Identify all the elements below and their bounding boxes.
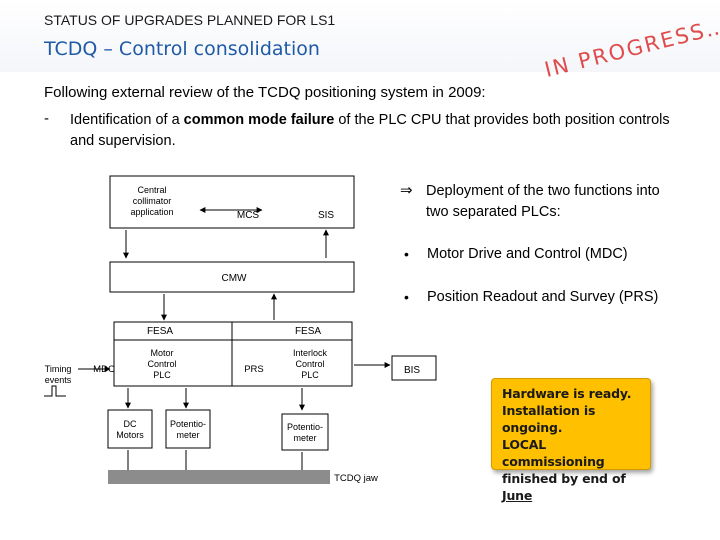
- potentiometer-left-box: [165, 409, 211, 449]
- bullet-dot-icon: •: [404, 246, 409, 262]
- tcdq-jaw-label: TCDQ jaw: [334, 473, 378, 484]
- potentiometer-left-label: Potentio-: [170, 419, 206, 429]
- implies-arrow-icon: ⇒: [400, 182, 413, 199]
- slide-header: STATUS OF UPGRADES PLANNED FOR LS1 TCDQ …: [0, 0, 720, 72]
- note-line: Installation is ongoing.: [502, 403, 596, 435]
- note-line: Hardware is ready.: [502, 386, 632, 401]
- bis-label: BIS: [404, 365, 420, 376]
- interlock-plc-label: Control: [295, 359, 324, 369]
- timing-events-label: Timing: [45, 364, 72, 374]
- motor-plc-label: Control: [147, 359, 176, 369]
- status-note: Hardware is ready. Installation is ongoi…: [491, 378, 651, 503]
- applications-box: [109, 175, 355, 229]
- tcdq-jaw-bar: [108, 470, 330, 484]
- fesa-left-label: FESA: [147, 326, 173, 337]
- slide-title: TCDQ – Control consolidation: [44, 38, 320, 60]
- note-line: LOCAL commissioning: [502, 437, 605, 469]
- issue-dash: -: [44, 110, 49, 127]
- cmw-label: CMW: [222, 273, 248, 284]
- note-month: June: [502, 488, 533, 503]
- potentiometer-right-box: [281, 413, 329, 451]
- dc-motors-label: Motors: [116, 430, 144, 440]
- issue-pre: Identification of a: [70, 112, 184, 128]
- central-app-label: collimator: [133, 196, 172, 206]
- sis-label: SIS: [318, 210, 334, 221]
- central-app-label: Central: [137, 185, 166, 195]
- issue-bold: common mode failure: [183, 112, 335, 128]
- mdc-label: MDC: [93, 364, 115, 375]
- dc-motors-box: [107, 409, 153, 449]
- bullet-prs: Position Readout and Survey (PRS): [427, 289, 659, 305]
- mcs-label: MCS: [237, 210, 260, 221]
- note-line-pre: finished by end of: [502, 471, 626, 486]
- potentiometer-right-label: Potentio-: [287, 422, 323, 432]
- cmw-bus: [109, 261, 355, 293]
- bullet-dot-icon: •: [404, 289, 409, 305]
- interlock-plc-label: PLC: [301, 370, 319, 380]
- prs-label: PRS: [244, 364, 264, 375]
- central-app-label: application: [130, 207, 173, 217]
- timing-events-label: events: [45, 375, 72, 385]
- header-context: STATUS OF UPGRADES PLANNED FOR LS1: [44, 12, 336, 28]
- interlock-plc-label: Interlock: [293, 348, 328, 358]
- fesa-right-label: FESA: [295, 326, 321, 337]
- issue-text: Identification of a common mode failure …: [70, 110, 670, 152]
- bullet-mdc: Motor Drive and Control (MDC): [427, 246, 628, 262]
- potentiometer-left-label: meter: [176, 430, 199, 440]
- motor-plc-label: Motor: [150, 348, 173, 358]
- potentiometer-right-label: meter: [293, 433, 316, 443]
- dc-motors-label: DC: [124, 419, 137, 429]
- intro-text: Following external review of the TCDQ po…: [44, 84, 486, 101]
- motor-plc-label: PLC: [153, 370, 171, 380]
- bis-box: [391, 355, 437, 381]
- note-line: finished by end of June: [502, 470, 644, 504]
- deploy-text: Deployment of the two functions into two…: [426, 183, 660, 220]
- plc-box: [113, 321, 353, 387]
- issue-post: of the PLC CPU that provides both positi…: [70, 112, 670, 149]
